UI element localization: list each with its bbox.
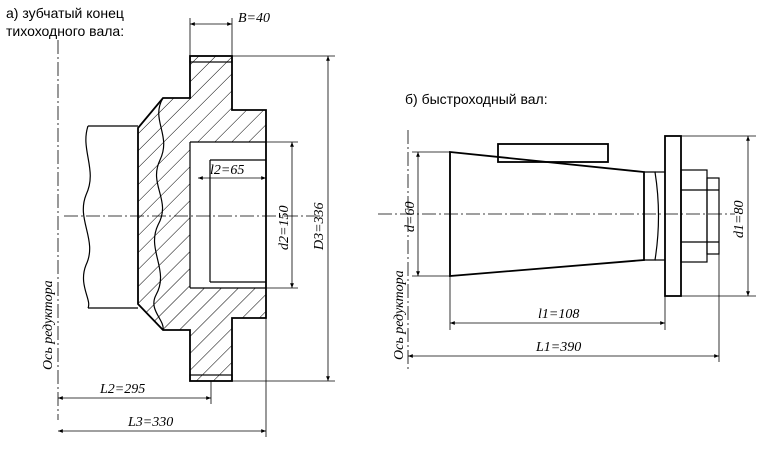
dim-L1-label: L1=390 [535,340,581,355]
dim-d2-label: d2=150 [277,206,292,250]
left-view: а) зубчатый конец тихоходного вала: Ось … [6,5,335,437]
left-caption-line1: а) зубчатый конец [6,5,124,21]
bore-outline [189,141,266,289]
top-bolt-hole [189,55,233,63]
dim-l2-label: l2=65 [210,163,244,178]
dim-L2-label: L2=295 [99,382,145,397]
bore-blank [190,142,266,288]
right-caption: б) быстроходный вал: [405,91,548,107]
dim-d-label: d=60 [403,202,418,232]
left-axis-label: Ось редуктора [41,280,56,370]
left-caption-line2: тихоходного вала: [6,23,124,39]
dim-B-label: B=40 [238,11,270,26]
right-axis-label: Ось редуктора [392,270,407,360]
hub-section [138,56,266,381]
shaft-break-line [153,97,165,331]
dim-d1-label: d1=80 [732,201,747,238]
shaft-key [497,143,609,163]
dim-l1-label: l1=108 [538,307,579,322]
shaft-left-break [82,125,91,309]
coupling-end [706,177,720,255]
flange [664,135,682,297]
right-view: б) быстроходный вал: Ось редуктора d=60 … [378,91,756,370]
coupling-body [680,169,708,263]
dim-D3-label: D3=336 [312,202,327,251]
dim-L3-label: L3=330 [127,415,173,430]
shaft-shoulder [644,171,660,261]
